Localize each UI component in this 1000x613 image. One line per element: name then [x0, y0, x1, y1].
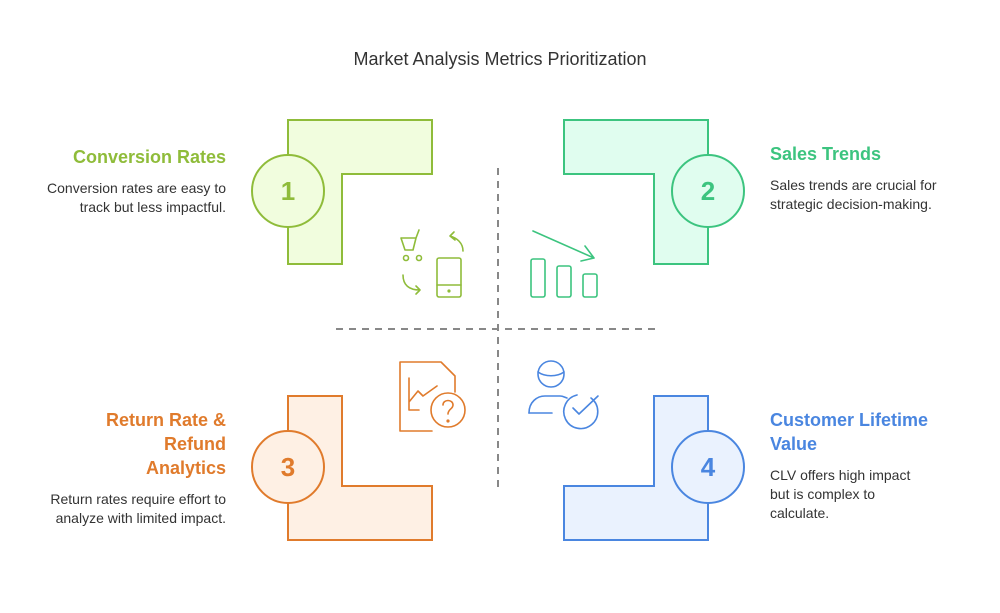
quadrant-2-description: Sales trends are crucial for strategic d…	[770, 177, 937, 212]
number-badge-4: 4	[701, 452, 716, 482]
quadrant-4-heading: Customer Lifetime Value	[770, 410, 929, 454]
quadrant-2-heading: Sales Trends	[770, 144, 882, 164]
quadrant-1-description: Conversion rates are easy to track but l…	[47, 180, 226, 215]
number-badge-3: 3	[281, 452, 295, 482]
shopping-cart-mobile-conversion-icon	[400, 229, 464, 298]
diagram-title: Market Analysis Metrics Prioritization	[353, 49, 647, 69]
quadrant-shape-2: 2	[563, 119, 745, 265]
quadrant-3-description: Return rates require effort to analyze w…	[50, 491, 226, 526]
quadrant-3-text: Return Rate & Refund Analytics Return ra…	[26, 408, 226, 528]
quadrant-4-description: CLV offers high impact but is complex to…	[770, 467, 911, 521]
quadrant-shape-3: 3	[251, 395, 433, 541]
customer-check-icon	[528, 360, 599, 430]
report-question-icon	[399, 361, 466, 432]
quadrant-1-heading: Conversion Rates	[72, 147, 226, 167]
number-badge-1: 1	[281, 176, 295, 206]
declining-bar-chart-icon	[530, 230, 598, 298]
quadrant-shape-4: 4	[563, 395, 745, 541]
quadrant-2-text: Sales Trends Sales trends are crucial fo…	[770, 142, 945, 214]
number-badge-2: 2	[701, 176, 715, 206]
quadrant-4-text: Customer Lifetime Value CLV offers high …	[770, 408, 945, 523]
quadrant-shape-1: 1	[251, 119, 433, 265]
quadrant-1-text: Conversion Rates Conversion rates are ea…	[26, 145, 226, 217]
quadrant-3-heading: Return Rate & Refund Analytics	[105, 410, 226, 478]
